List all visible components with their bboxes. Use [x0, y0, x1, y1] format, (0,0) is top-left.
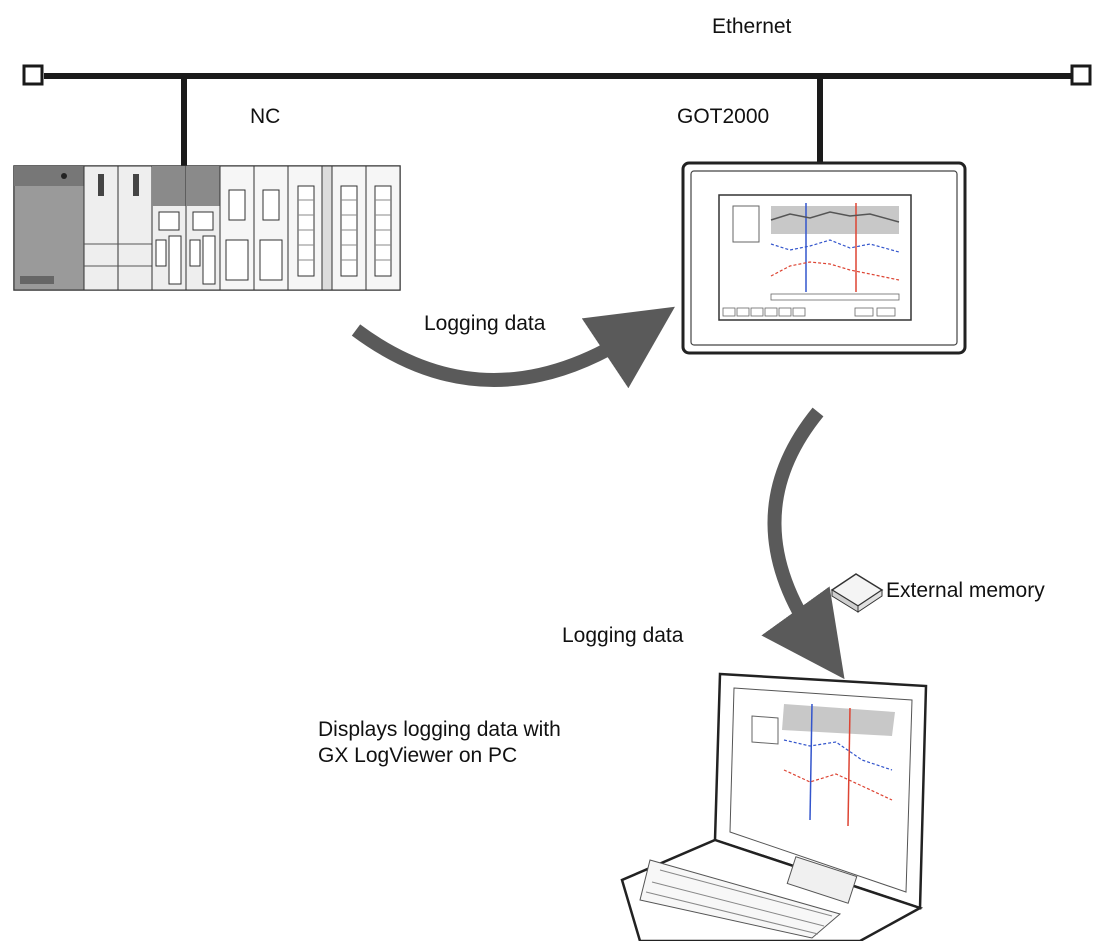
- nc-label: NC: [250, 105, 281, 128]
- arrow-got-to-pc: [761, 407, 845, 680]
- logging-data-label-nc-to-got: Logging data: [424, 312, 546, 335]
- external-memory-label: External memory: [886, 579, 1045, 602]
- ethernet-label: Ethernet: [712, 15, 792, 38]
- arrow-nc-to-got: [351, 306, 675, 389]
- nc-rack: [13, 165, 401, 291]
- bus-terminator-right: [1070, 64, 1092, 86]
- pc-description: Displays logging data with GX LogViewer …: [318, 717, 561, 770]
- ethernet-bus: [22, 64, 1092, 166]
- got2000-panel: [681, 161, 967, 355]
- logging-data-label-got-to-pc: Logging data: [562, 624, 684, 647]
- laptop-pc: [620, 672, 928, 941]
- pc-description-line-2: GX LogViewer on PC: [318, 744, 518, 768]
- pc-description-line-1: Displays logging data with: [318, 718, 561, 741]
- memory-card-icon: [830, 573, 884, 613]
- bus-terminator-left: [22, 64, 44, 86]
- got2000-label: GOT2000: [677, 105, 770, 128]
